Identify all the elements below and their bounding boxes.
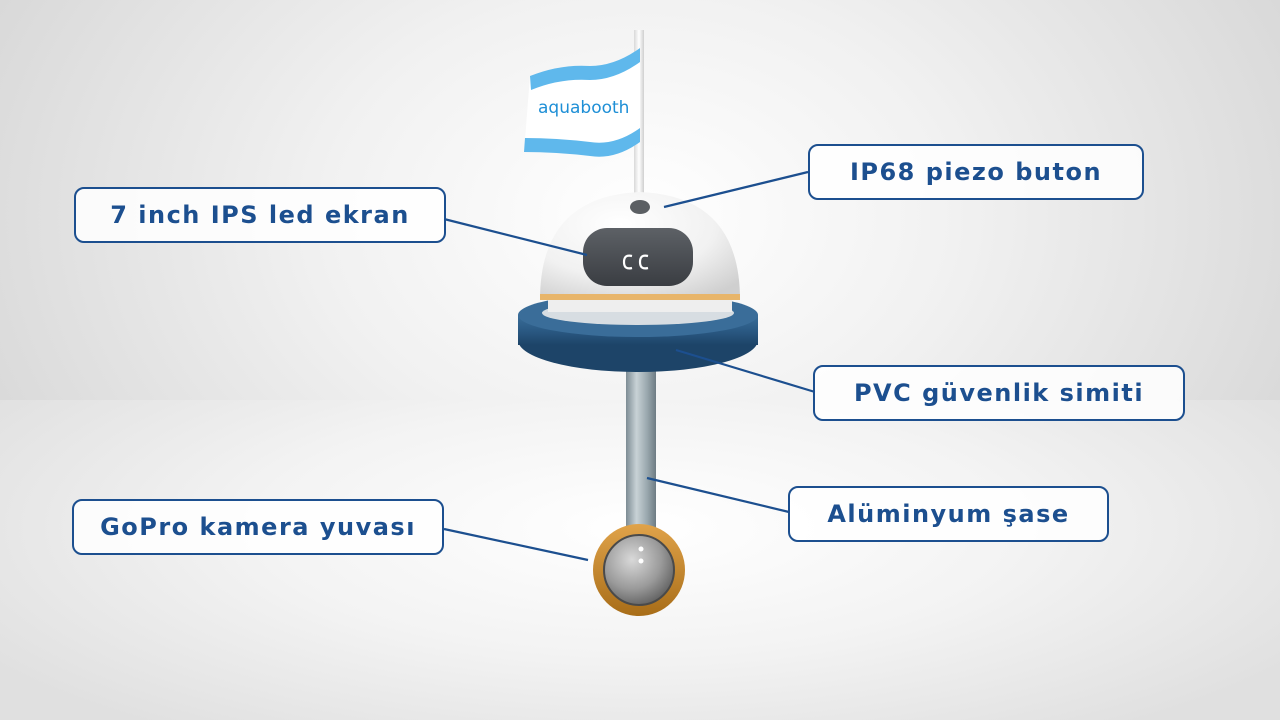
gopro-housing — [593, 524, 685, 616]
piezo-button — [630, 200, 650, 214]
led-screen — [583, 228, 693, 286]
leader-lines — [443, 170, 816, 562]
aluminum-pole — [626, 362, 656, 540]
flag-brand-text: aquabooth — [538, 98, 629, 118]
dome-body — [540, 192, 740, 312]
callout-ring: PVC güvenlik simiti — [813, 365, 1185, 421]
callout-screen: 7 inch IPS led ekran — [74, 187, 446, 243]
callout-button: IP68 piezo buton — [808, 144, 1144, 200]
callout-chassis: Alüminyum şase — [788, 486, 1109, 542]
callout-camera: GoPro kamera yuvası — [72, 499, 444, 555]
flag: aquabooth — [524, 48, 640, 157]
